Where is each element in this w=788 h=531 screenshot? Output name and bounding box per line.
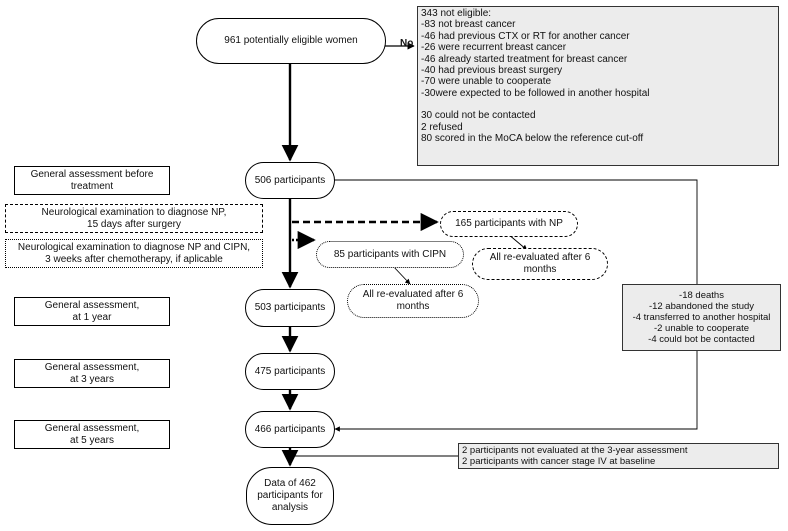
lost-line: -4 could bot be contacted xyxy=(648,334,755,345)
participants-506-node: 506 participants xyxy=(245,162,335,199)
exclusion-line: -46 had previous CTX or RT for another c… xyxy=(421,30,630,42)
cipn-reeval-line-2: months xyxy=(396,301,430,312)
exclusion-line: 30 could not be contacted xyxy=(421,110,536,122)
exclusion-line: 343 not eligible: xyxy=(421,8,492,19)
lost-line: -18 deaths xyxy=(679,290,724,301)
lost-line: -4 transferred to another hospital xyxy=(632,312,771,323)
np-reeval-line-2: months xyxy=(523,264,557,275)
label-line: Neurological examination to diagnose NP … xyxy=(17,241,251,253)
label-line: Neurological examination to diagnose NP, xyxy=(41,206,227,218)
final-exclusion-line: 2 participants with cancer stage IV at b… xyxy=(462,456,656,467)
lost-line: -12 abandoned the study xyxy=(648,301,755,312)
label-line: at 3 years xyxy=(70,373,114,385)
exclusion-line: -26 were recurrent breast cancer xyxy=(421,42,567,54)
label-line: 15 days after surgery xyxy=(87,218,181,230)
cipn-reeval-node: All re-evaluated after 6 months xyxy=(347,284,479,318)
arrow-cipn-reeval xyxy=(391,264,411,285)
participants-475-node: 475 participants xyxy=(245,353,335,390)
final-exclusion-line: 2 participants not evaluated at the 3-ye… xyxy=(462,445,688,456)
label-neuro-np: Neurological examination to diagnose NP,… xyxy=(5,204,263,233)
lost-line: -2 unable to cooperate xyxy=(653,323,750,334)
label-line: 3 weeks after chemotherapy, if aplicable xyxy=(45,253,223,265)
exclusion-box: 343 not eligible: -83 not breast cancer … xyxy=(417,6,779,166)
final-line-1: Data of 462 xyxy=(264,478,316,489)
exclusion-line: -30were expected to be followed in anoth… xyxy=(421,87,650,99)
no-label: No xyxy=(400,38,414,49)
label-baseline-assessment: General assessment before treatment xyxy=(14,166,170,195)
label-year-1: General assessment, at 1 year xyxy=(14,297,170,326)
exclusion-line: -70 were unable to cooperate xyxy=(421,76,552,88)
np-165-node: 165 participants with NP xyxy=(440,211,578,237)
np-reeval-line-1: All re-evaluated after 6 xyxy=(489,252,591,263)
exclusion-line: 2 refused xyxy=(421,121,463,133)
eligible-node: 961 potentially eligible women xyxy=(196,18,386,64)
exclusion-line: -40 had previous breast surgery xyxy=(421,65,563,77)
label-line: General assessment before xyxy=(30,168,154,180)
participants-503-node: 503 participants xyxy=(245,289,335,327)
label-line: at 5 years xyxy=(70,434,114,446)
label-line: treatment xyxy=(70,180,114,192)
final-analysis-node: Data of 462 participants for analysis xyxy=(246,467,334,525)
label-neuro-cipn: Neurological examination to diagnose NP … xyxy=(5,239,263,268)
np-reeval-node: All re-evaluated after 6 months xyxy=(472,248,608,280)
label-line: General assessment, xyxy=(44,361,140,373)
exclusion-line: -46 already started treatment for breast… xyxy=(421,53,628,65)
lost-to-followup-box: -18 deaths -12 abandoned the study -4 tr… xyxy=(622,284,781,351)
exclusion-line: 80 scored in the MoCA below the referenc… xyxy=(421,133,644,145)
final-line-3: analysis xyxy=(271,502,309,513)
exclusion-line: -83 not breast cancer xyxy=(421,19,516,31)
label-line: at 1 year xyxy=(72,311,112,323)
label-year-3: General assessment, at 3 years xyxy=(14,359,170,388)
participants-466-node: 466 participants xyxy=(245,411,335,448)
final-exclusion-box: 2 participants not evaluated at the 3-ye… xyxy=(458,443,779,469)
cipn-reeval-line-1: All re-evaluated after 6 xyxy=(362,289,464,300)
final-line-2: participants for xyxy=(257,490,323,501)
label-year-5: General assessment, at 5 years xyxy=(14,420,170,449)
label-line: General assessment, xyxy=(44,299,140,311)
cipn-85-node: 85 participants with CIPN xyxy=(316,241,464,268)
label-line: General assessment, xyxy=(44,422,140,434)
